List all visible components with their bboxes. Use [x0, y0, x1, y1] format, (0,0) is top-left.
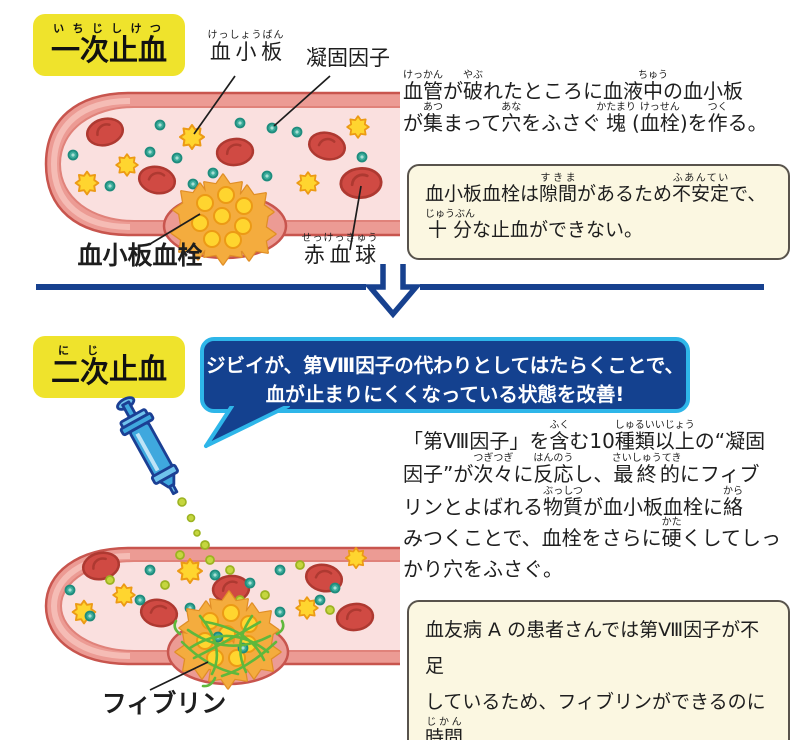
secondary-note-box: 血友病 A の患者さんでは第Ⅷ因子が不足しているため、フィブリンができるのに時間…: [407, 600, 790, 740]
pointer-lines: [149, 75, 362, 251]
fibrin-label: フィブリン: [101, 689, 227, 718]
platelet-label: 血小板けっしょうばん: [207, 30, 285, 64]
red-blood-cell-label: 赤血球せっけっきゅう: [301, 233, 379, 267]
blood-vessel-illustration-primary: [44, 75, 400, 266]
primary-note-box: 血小板血栓は隙間すきまがあるため不安定ふあんていで、十分じゅうぶんな止血ができな…: [407, 164, 790, 261]
speech-bubble-tail: [204, 406, 290, 448]
platelet-plug-label: 血小板血栓: [77, 241, 203, 270]
down-arrow-icon: [364, 264, 422, 319]
coagulation-factor-label: 凝固因子: [306, 46, 390, 70]
primary-description: 血管けっかんが破やぶれたところに血液中ちゅうの血小板が集あつまって穴あなをふさぐ…: [403, 70, 768, 136]
fibrin-mesh: [173, 614, 285, 688]
fibrin-pointer-line: [149, 661, 209, 691]
blood-vessel-illustration-secondary: [44, 396, 400, 691]
droplets: [177, 497, 201, 537]
secondary-hemostasis-badge: 二次にじ止血: [33, 336, 185, 398]
secondary-description: 「第Ⅷ因子」を含ふくむ10種類以上しゅるいいじょうの“凝固因子”が次々つぎつぎに…: [403, 420, 782, 581]
jivi-speech-bubble: ジビイが、第Ⅷ因子の代わりとしてはたらくことで、 血が止まりにくくなっている状態…: [200, 337, 690, 413]
bubble-line-2: 血が止まりにくくなっている状態を改善!: [265, 383, 625, 407]
bubble-line-1: ジビイが、第Ⅷ因子の代わりとしてはたらくことで、: [206, 354, 684, 377]
syringe-icon: [116, 396, 179, 496]
primary-hemostasis-badge: 一次止血いちじしけつ: [33, 14, 185, 76]
section-divider-arrow: [36, 264, 764, 319]
fibrin-clot: [173, 590, 285, 690]
